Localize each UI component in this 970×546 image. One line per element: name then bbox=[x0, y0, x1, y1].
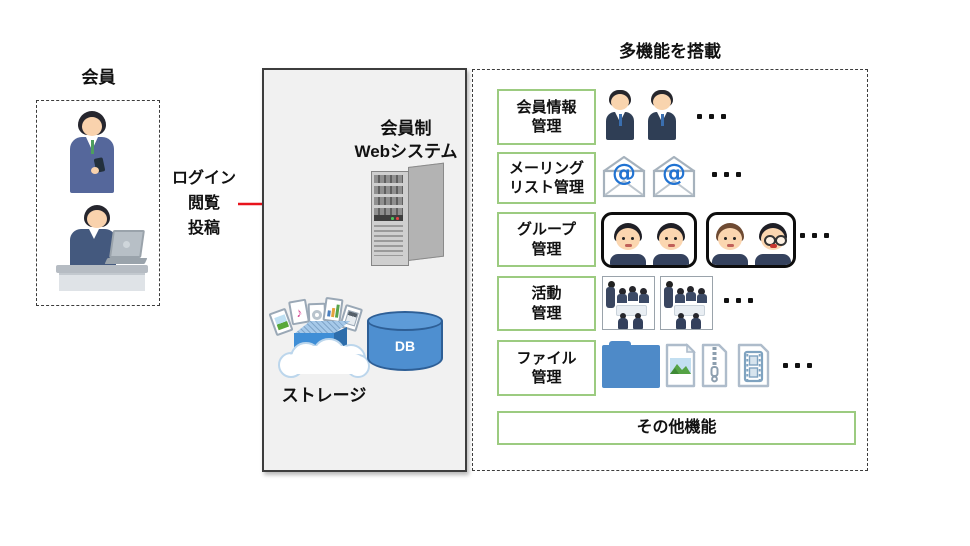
features-title: 多機能を搭載 bbox=[619, 42, 721, 61]
ellipsis-dots bbox=[712, 172, 741, 177]
activity-photo-icon bbox=[660, 276, 713, 330]
server-icon bbox=[371, 162, 449, 267]
member-avatar-icon bbox=[606, 90, 634, 140]
members-title: 会員 bbox=[81, 68, 116, 87]
svg-text:@: @ bbox=[662, 159, 686, 187]
database-icon: DB bbox=[367, 311, 443, 372]
ellipsis-dots bbox=[697, 114, 726, 119]
image-file-icon bbox=[665, 343, 696, 388]
member-smartphone-illustration bbox=[70, 111, 114, 193]
storage-cube-icon bbox=[294, 321, 350, 334]
movie-file-icon bbox=[737, 343, 770, 388]
ellipsis-dots bbox=[724, 298, 753, 303]
feature-label-activity: 活動 管理 bbox=[497, 276, 596, 331]
group-icon bbox=[601, 212, 697, 268]
flow-actions-label: ログイン 閲覧 投稿 bbox=[171, 170, 236, 237]
music-card-icon: ♪ bbox=[288, 298, 310, 326]
system-title: 会員制 Webシステム bbox=[354, 119, 458, 161]
mail-envelope-icon: @ bbox=[602, 155, 646, 198]
member-avatar-icon bbox=[648, 90, 676, 140]
feature-label-file: ファイル 管理 bbox=[497, 340, 596, 396]
member-laptop-illustration bbox=[56, 205, 148, 295]
group-icon bbox=[706, 212, 796, 268]
svg-text:@: @ bbox=[612, 159, 636, 187]
feature-label-other: その他機能 bbox=[497, 411, 856, 445]
mail-envelope-icon: @ bbox=[652, 155, 696, 198]
zip-file-icon bbox=[701, 343, 728, 388]
desk bbox=[56, 265, 148, 273]
system-panel bbox=[262, 68, 467, 472]
feature-label-member-info: 会員情報 管理 bbox=[497, 89, 596, 145]
feature-label-mailing-list: メーリング リスト管理 bbox=[497, 152, 596, 204]
activity-photo-icon bbox=[602, 276, 655, 330]
ellipsis-dots bbox=[800, 233, 829, 238]
database-label: DB bbox=[394, 338, 416, 354]
feature-label-group: グループ 管理 bbox=[497, 212, 596, 267]
ellipsis-dots bbox=[783, 363, 812, 368]
storage-label: ストレージ bbox=[281, 386, 367, 405]
folder-icon bbox=[602, 341, 660, 388]
